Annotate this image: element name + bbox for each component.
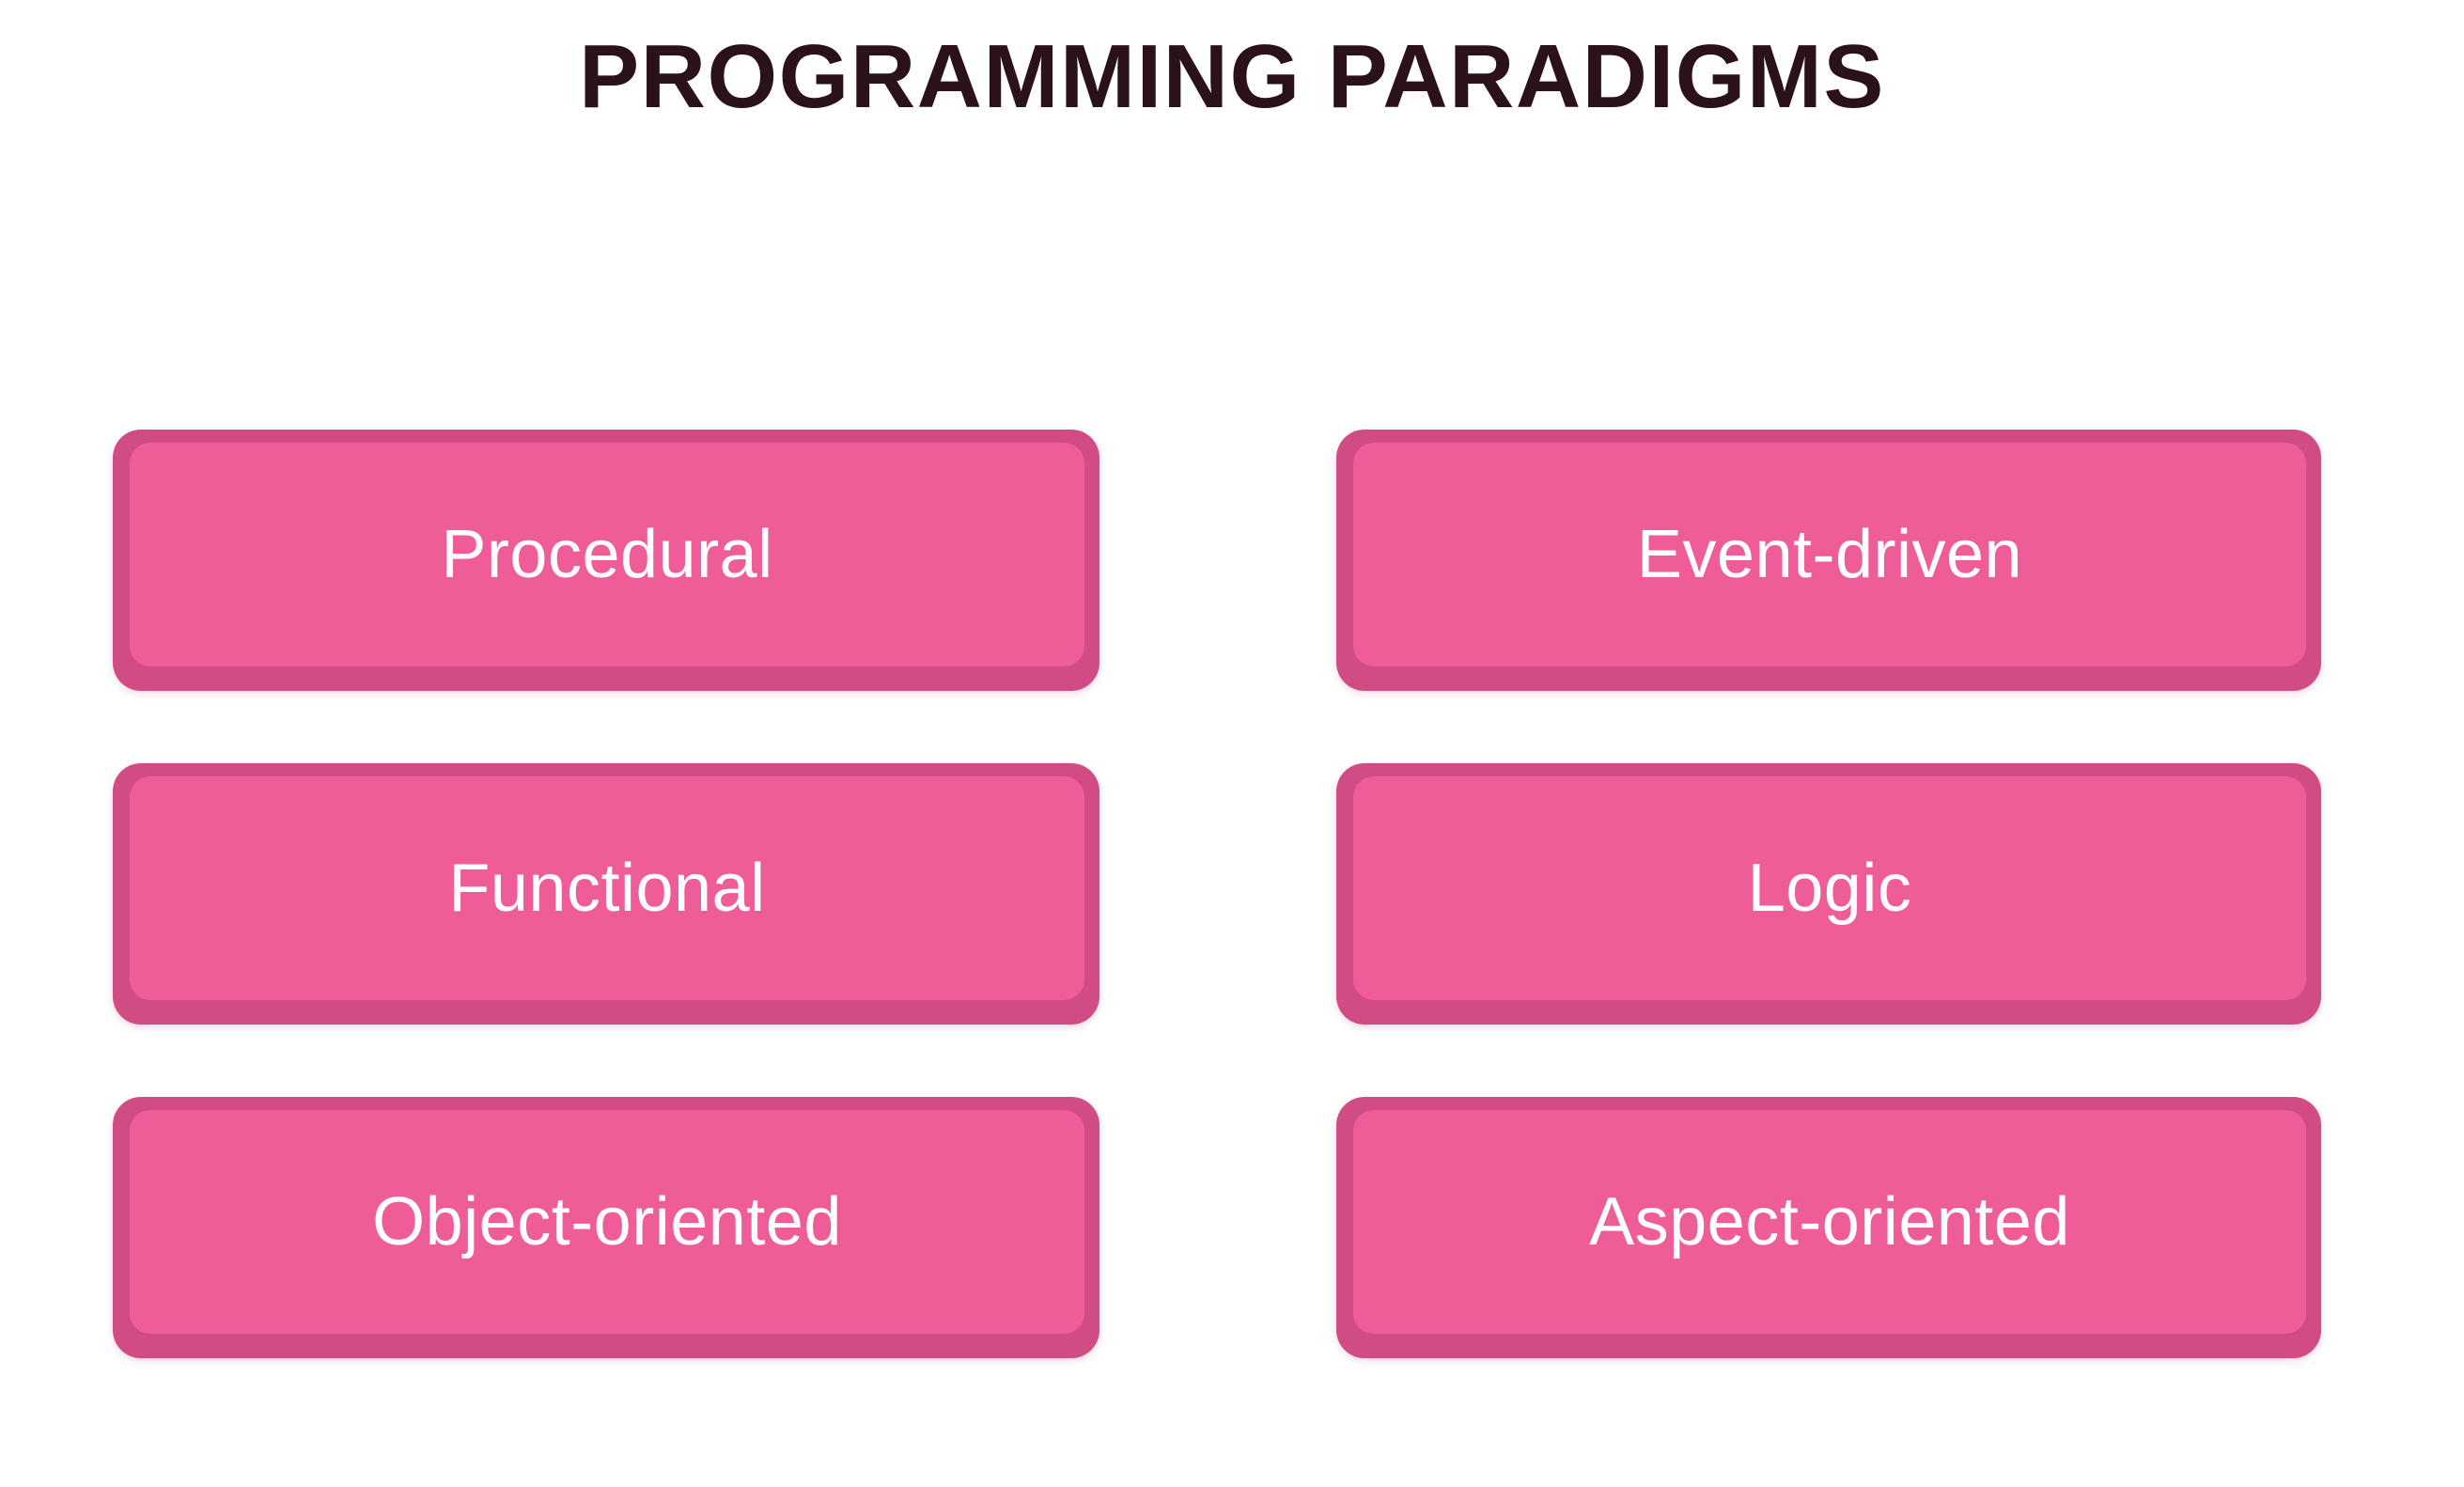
paradigm-card-procedural[interactable]: Procedural bbox=[113, 430, 1099, 691]
paradigm-card-label: Object-oriented bbox=[372, 1184, 842, 1260]
card-face: Procedural bbox=[130, 443, 1084, 666]
card-face: Functional bbox=[130, 776, 1084, 1000]
paradigm-card-label: Procedural bbox=[441, 517, 773, 592]
card-face: Logic bbox=[1353, 776, 2306, 1000]
paradigm-card-aspect-oriented[interactable]: Aspect-oriented bbox=[1336, 1097, 2321, 1358]
paradigm-card-logic[interactable]: Logic bbox=[1336, 763, 2321, 1025]
paradigm-card-functional[interactable]: Functional bbox=[113, 763, 1099, 1025]
paradigm-card-label: Aspect-oriented bbox=[1589, 1184, 2070, 1260]
page-title: PROGRAMMING PARADIGMS bbox=[579, 26, 1885, 127]
card-face: Event-driven bbox=[1353, 443, 2306, 666]
paradigm-card-label: Event-driven bbox=[1636, 517, 2023, 592]
paradigm-card-label: Logic bbox=[1747, 851, 1912, 926]
card-face: Object-oriented bbox=[130, 1110, 1084, 1334]
paradigm-card-event-driven[interactable]: Event-driven bbox=[1336, 430, 2321, 691]
card-face: Aspect-oriented bbox=[1353, 1110, 2306, 1334]
paradigm-card-object-oriented[interactable]: Object-oriented bbox=[113, 1097, 1099, 1358]
paradigm-card-label: Functional bbox=[448, 851, 766, 926]
